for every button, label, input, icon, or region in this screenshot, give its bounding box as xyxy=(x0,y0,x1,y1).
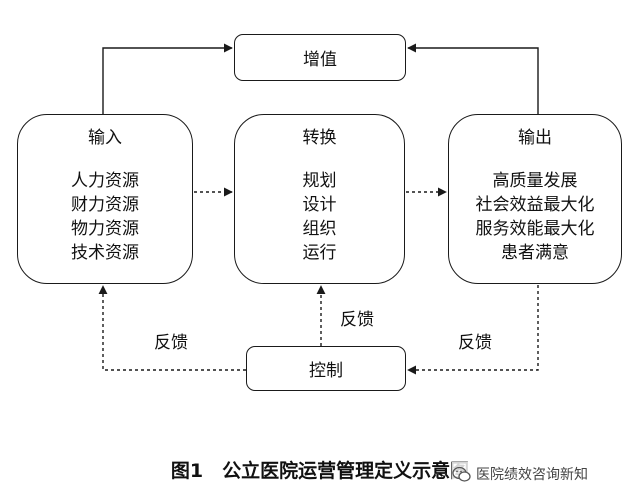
control-node: 控制 xyxy=(246,346,406,391)
transform-node-items: 规划 设计 组织 运行 xyxy=(235,169,404,265)
output-item: 服务效能最大化 xyxy=(475,219,595,239)
feedback-label-right: 反馈 xyxy=(458,333,492,353)
wechat-icon xyxy=(452,466,471,482)
transform-item: 运行 xyxy=(302,243,337,263)
arrow-output-to-control xyxy=(407,285,539,375)
value-node-label: 增值 xyxy=(303,50,337,70)
output-item: 社会效益最大化 xyxy=(475,195,595,215)
input-node-title: 输入 xyxy=(88,128,122,148)
transform-item: 规划 xyxy=(302,171,337,191)
input-node-items: 人力资源 财力资源 物力资源 技术资源 xyxy=(18,169,192,265)
feedback-label-left: 反馈 xyxy=(154,333,188,353)
output-node-items: 高质量发展 社会效益最大化 服务效能最大化 患者满意 xyxy=(449,169,621,265)
arrow-input-to-value xyxy=(102,43,233,114)
value-node: 增值 xyxy=(234,34,406,81)
transform-node: 转换 规划 设计 组织 运行 xyxy=(234,114,405,284)
output-node: 输出 高质量发展 社会效益最大化 服务效能最大化 患者满意 xyxy=(448,114,622,284)
watermark: 医院绩效咨询新知 xyxy=(452,462,634,486)
transform-node-title: 转换 xyxy=(302,128,337,148)
output-item: 患者满意 xyxy=(501,243,569,263)
arrow-output-to-value xyxy=(407,43,539,114)
output-item: 高质量发展 xyxy=(492,171,578,191)
output-node-title: 输出 xyxy=(518,128,552,148)
figure-caption: 图1 公立医院运营管理定义示意图 xyxy=(170,460,470,482)
arrow-control-to-input xyxy=(98,285,246,371)
input-item: 技术资源 xyxy=(71,243,139,263)
input-item: 物力资源 xyxy=(71,219,139,239)
input-item: 人力资源 xyxy=(71,171,139,191)
transform-item: 组织 xyxy=(302,219,337,239)
input-node: 输入 人力资源 财力资源 物力资源 技术资源 xyxy=(17,114,193,284)
transform-item: 设计 xyxy=(302,195,337,215)
feedback-label-middle: 反馈 xyxy=(340,310,374,330)
input-item: 财力资源 xyxy=(71,195,139,215)
control-node-label: 控制 xyxy=(309,361,343,381)
watermark-text: 医院绩效咨询新知 xyxy=(476,467,588,483)
